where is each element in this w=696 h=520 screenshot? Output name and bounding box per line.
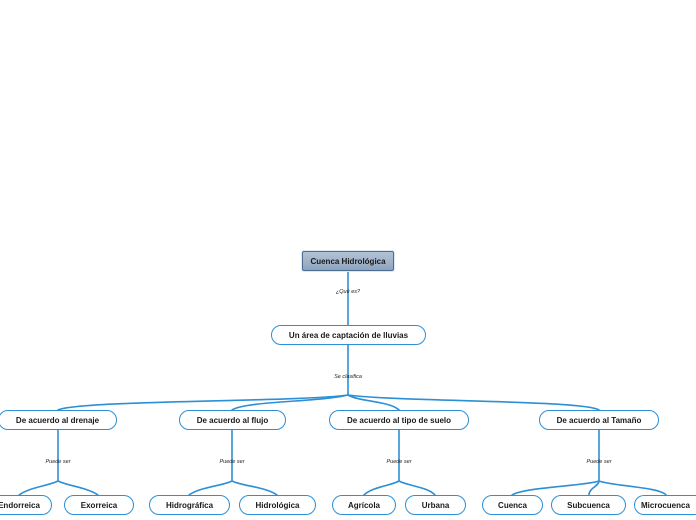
link-branch-suelo [347, 394, 400, 411]
link-branch-tamano [347, 394, 600, 411]
leaf-exorreica[interactable]: Exorreica [64, 495, 134, 515]
leaf-cuenca[interactable]: Cuenca [482, 495, 543, 515]
link-label-definition: Se clasifica [334, 374, 362, 380]
leaf-urbana[interactable]: Urbana [405, 495, 466, 515]
link-branch-flujo [231, 394, 349, 411]
link-suelo-children [363, 429, 436, 496]
category-flujo[interactable]: De acuerdo al flujo [179, 410, 286, 430]
leaf-endorreica[interactable]: Endorreica [0, 495, 52, 515]
category-drenaje[interactable]: De acuerdo al drenaje [0, 410, 117, 430]
leaf-hidrologica[interactable]: Hidrológica [239, 495, 316, 515]
link-drenaje-children [18, 429, 99, 496]
link-label-root: ¿Qué es? [335, 289, 361, 295]
leaf-microcuenca[interactable]: Microcuenca [634, 495, 696, 515]
link-label-tipo-suelo: Puede ser [386, 459, 412, 465]
leaf-agricola[interactable]: Agrícola [332, 495, 396, 515]
link-label-tamano: Puede ser [586, 459, 612, 465]
category-tipo-suelo[interactable]: De acuerdo al tipo de suelo [329, 410, 469, 430]
category-tamano[interactable]: De acuerdo al Tamaño [539, 410, 659, 430]
root-node[interactable]: Cuenca Hidrológica [302, 251, 394, 271]
link-label-drenaje: Puede ser [45, 459, 71, 465]
link-tamano-children [511, 429, 667, 496]
leaf-hidrografica[interactable]: Hidrográfica [149, 495, 230, 515]
leaf-subcuenca[interactable]: Subcuenca [551, 495, 626, 515]
definition-node[interactable]: Un área de captación de lluvias [271, 325, 426, 345]
link-branch-drenaje [57, 394, 349, 411]
link-flujo-children [188, 429, 278, 496]
link-label-flujo: Puede ser [219, 459, 245, 465]
